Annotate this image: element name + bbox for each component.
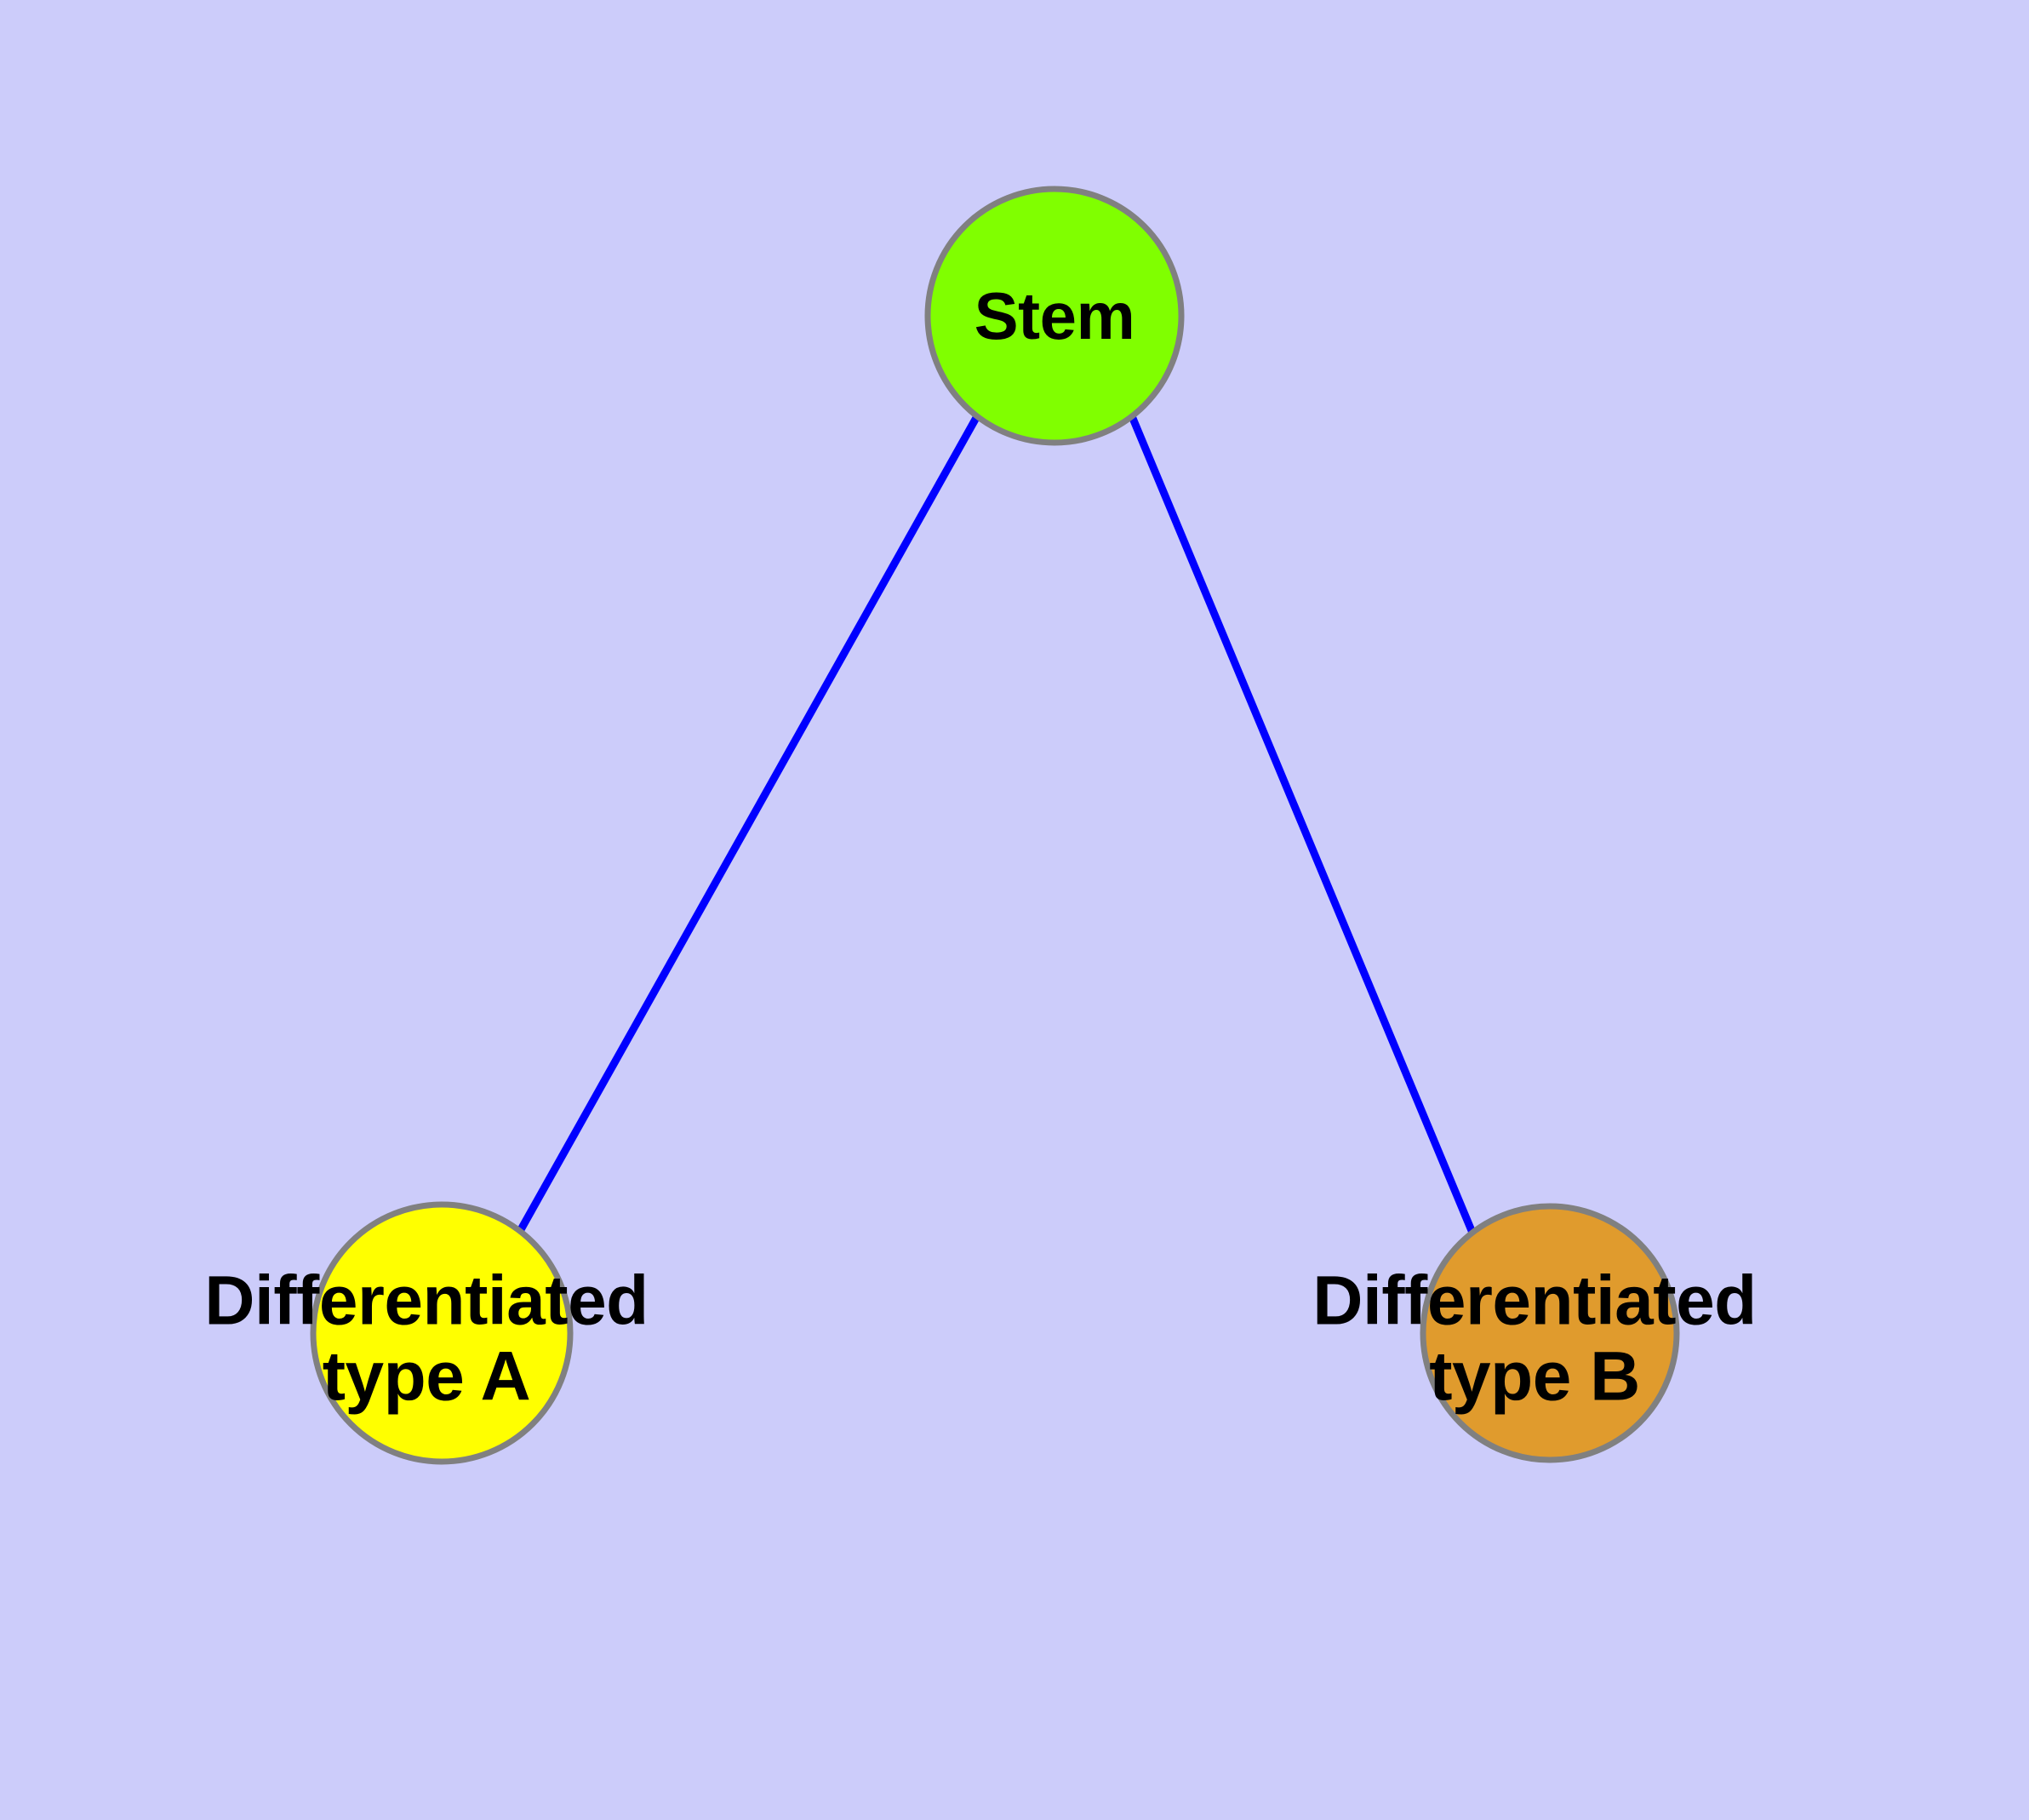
node-circle-diff-a[interactable] xyxy=(310,1201,574,1465)
node-circle-stem[interactable] xyxy=(924,186,1185,446)
edge-stem-to-diff-b[interactable] xyxy=(1128,415,1477,1234)
edges-layer xyxy=(516,414,1477,1235)
edge-stem-to-diff-a[interactable] xyxy=(516,414,980,1235)
node-circle-diff-b[interactable] xyxy=(1420,1203,1680,1463)
nodes-layer xyxy=(310,186,1680,1465)
